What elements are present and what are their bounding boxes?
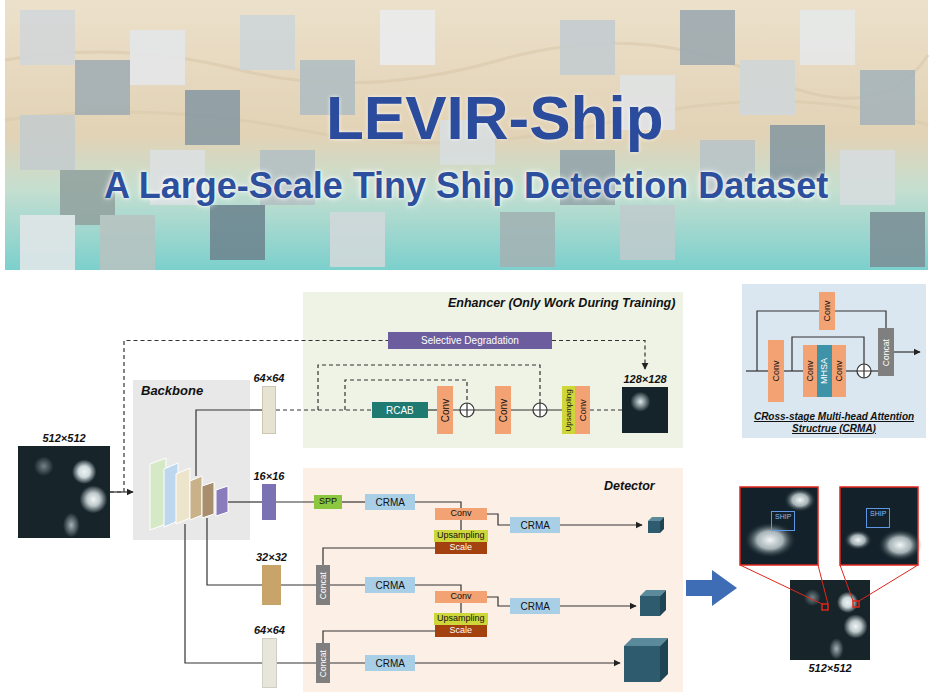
feature-map: 16×16	[262, 484, 276, 520]
node-label: CRMA	[376, 497, 405, 508]
node-label: SPP	[319, 497, 337, 507]
node-label: Concat	[881, 339, 890, 366]
node-label: Conv	[451, 509, 472, 519]
layer-box: Concat	[878, 328, 894, 376]
layer-box: Conv	[437, 386, 453, 434]
layer-box: Upsampling	[434, 613, 488, 625]
banner-title: LEVIR-Ship	[326, 84, 664, 152]
image-tile: 512×512	[790, 580, 870, 660]
node-label: Conv	[440, 398, 451, 421]
layer-box: CRMA	[510, 598, 560, 614]
node-label: 64×64	[254, 372, 285, 384]
node-label: 512×512	[43, 432, 86, 444]
node-label: CRMA	[376, 658, 405, 669]
node-label: Upsampling	[437, 531, 485, 541]
result-arrow	[686, 570, 737, 606]
layer-box: Scale	[435, 625, 487, 637]
feature-map: 64×64	[262, 638, 277, 688]
rect-shape	[5, 0, 928, 270]
text-holder: LEVIR-Ship	[326, 84, 664, 152]
panel-heading: Backbone	[141, 384, 203, 398]
ellipse-shape	[878, 529, 922, 561]
layer-box: Conv	[575, 386, 590, 434]
layer-box: CRMA	[365, 494, 415, 510]
node-label: CRMA	[521, 601, 550, 612]
node-label: Concat	[318, 650, 327, 677]
layer-box: Upsampling	[562, 386, 575, 434]
ship-box: SHIP	[866, 508, 890, 528]
node-label: SHIP	[775, 513, 791, 521]
panel-heading: Detector	[604, 480, 655, 494]
region-panel: CRoss-stage Multi-head Attention Structr…	[742, 284, 926, 438]
node-label: Upsampling	[437, 614, 485, 624]
panel-heading: CRoss-stage Multi-head Attention Structr…	[747, 411, 922, 434]
node-label: Conv	[805, 360, 815, 381]
node-label: Conv	[834, 360, 844, 381]
node-label: CRMA	[376, 580, 405, 591]
layer-box: Conv	[768, 340, 784, 402]
connector	[185, 540, 262, 663]
node-label: SHIP	[870, 510, 886, 518]
node-label: MHSA	[820, 358, 830, 384]
connector	[250, 409, 262, 410]
node-label: 16×16	[254, 470, 285, 482]
region-panel: Enhancer (Only Work During Training) Sele…	[303, 292, 683, 448]
region-panel: Backbone	[133, 380, 250, 540]
rect-shape	[840, 487, 918, 565]
feature-map: 32×32	[262, 565, 281, 605]
layer-box: CRMA	[365, 655, 415, 671]
layer-box: Conv	[803, 345, 817, 397]
ellipse-shape	[784, 488, 816, 512]
image-tile: 128×128	[622, 387, 668, 433]
layer-box: RCAB	[372, 402, 428, 418]
node-label: RCAB	[386, 405, 414, 416]
node-label: Conv	[451, 592, 472, 602]
node-label: 64×64	[254, 624, 285, 636]
connector	[110, 491, 133, 492]
connector	[250, 501, 262, 502]
layer-box: Scale	[435, 542, 487, 554]
rect-shape	[740, 487, 818, 565]
image-tile: 512×512	[18, 446, 110, 538]
feature-map: 64×64	[262, 386, 276, 434]
node-label: 512×512	[809, 662, 852, 674]
layer-box: Upsampling	[434, 530, 488, 542]
node-label: Conv	[822, 300, 832, 321]
layer-box: CRMA	[365, 577, 415, 593]
layer-box: CRMA	[510, 517, 560, 533]
node-label: 32×32	[256, 551, 287, 563]
layer-box: Conv	[495, 386, 511, 434]
layer-box: SPP	[314, 495, 342, 509]
node-label: Scale	[450, 626, 473, 636]
node-label: 128×128	[624, 373, 667, 385]
node-label: Upsampling	[564, 389, 573, 431]
ship-box: SHIP	[771, 511, 795, 531]
layer-box: Selective Degradation	[388, 332, 552, 349]
layer-box: MHSA	[817, 345, 832, 397]
text-holder: A Large-Scale Tiny Ship Detection Datase…	[104, 166, 828, 206]
layer-box: Conv	[435, 591, 487, 603]
layer-box: Conv	[819, 292, 835, 330]
layer-box: Conv	[435, 508, 487, 520]
node-label: Concat	[318, 572, 327, 599]
banner-subtitle: A Large-Scale Tiny Ship Detection Datase…	[104, 166, 828, 206]
node-label: Selective Degradation	[421, 335, 519, 346]
layer-box: Conv	[832, 345, 846, 397]
node-label: Scale	[450, 543, 473, 553]
rect-shape	[740, 487, 818, 565]
connector	[207, 540, 262, 585]
layer-box: Concat	[316, 643, 330, 683]
region-panel: DetectorSPPCRMAConvUpsamplingScaleCRMACo…	[303, 468, 683, 692]
ellipse-shape	[844, 530, 872, 550]
node-label: CRMA	[521, 520, 550, 531]
node-label: Conv	[771, 360, 781, 381]
ellipse-shape	[744, 522, 796, 558]
panel-heading: Enhancer (Only Work During Training)	[448, 297, 675, 311]
node-label: Conv	[498, 398, 509, 421]
rect-shape	[5, 0, 928, 270]
layer-box: Concat	[316, 565, 330, 605]
node-label: Conv	[577, 399, 587, 421]
